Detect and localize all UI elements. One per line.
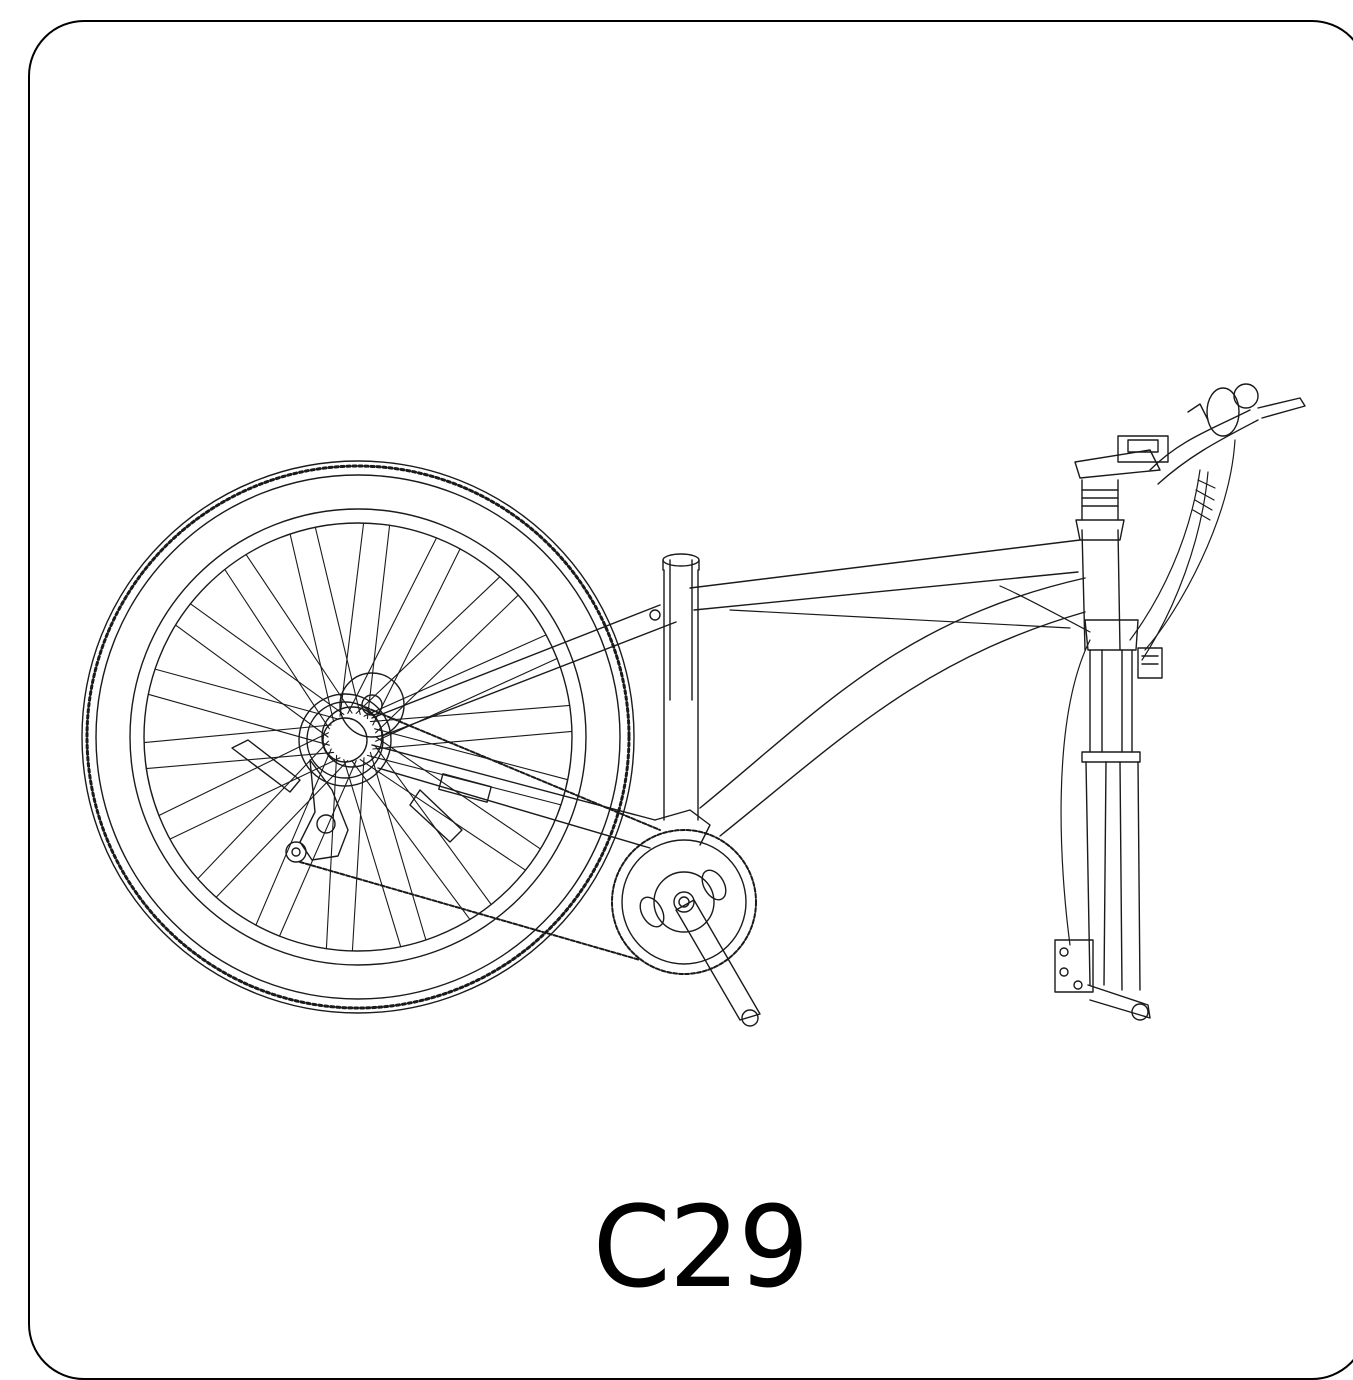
rear-rim-inner (143, 522, 573, 952)
spoke (359, 759, 527, 871)
spoke (197, 740, 329, 880)
spoke (224, 568, 330, 730)
spoke (369, 751, 427, 941)
front-brake-caliper (1054, 939, 1094, 993)
rear-wheel (81, 460, 635, 1014)
spoke (369, 704, 571, 723)
spoke (325, 754, 338, 950)
kickstand (231, 739, 463, 843)
spoke (351, 757, 365, 952)
frame-seat-tube (662, 553, 700, 821)
rear-rim-outer (129, 508, 587, 966)
frame-seatstay (371, 604, 677, 737)
spoke (372, 730, 573, 750)
spoke (175, 624, 329, 738)
bicycle-illustration (81, 383, 1306, 1027)
rear-hub (321, 706, 383, 768)
chainring-outer (611, 829, 757, 975)
spoke (147, 693, 330, 746)
rear-spokes (143, 522, 573, 952)
crankset (611, 829, 761, 1027)
spoke (154, 668, 338, 720)
spoke (278, 760, 357, 937)
spoke (366, 524, 391, 720)
front-fork (1081, 619, 1151, 1021)
stem (1074, 435, 1169, 521)
rear-cassette (298, 693, 392, 787)
rear-derailleur (285, 759, 349, 863)
spoke (158, 732, 329, 817)
crank-spider (653, 871, 715, 933)
spoke (375, 736, 541, 850)
model-label: C29 (592, 1183, 810, 1313)
spoke (355, 576, 501, 714)
spoke (189, 603, 345, 715)
spoke (245, 554, 353, 714)
frame-chainstay (371, 744, 656, 849)
spoke (339, 522, 365, 717)
chainring-inner (621, 839, 747, 965)
handlebar (1149, 383, 1306, 485)
rear-tire-outer (81, 460, 635, 1014)
frame-head-tube (1075, 519, 1125, 651)
spoke (143, 724, 332, 744)
spoke (314, 526, 361, 715)
frame-top-tube (689, 539, 1081, 611)
rear-tire-tread (85, 464, 631, 1010)
spoke (372, 548, 461, 726)
spoke (169, 757, 341, 840)
rear-tire-inner (95, 474, 621, 1000)
spoke (347, 537, 438, 714)
frame-down-tube (699, 577, 1086, 837)
cables (729, 439, 1236, 946)
spoke (343, 759, 402, 948)
spoke (215, 760, 349, 898)
spoke (363, 634, 547, 717)
spoke (375, 594, 519, 734)
spoke (289, 533, 335, 723)
spoke (351, 760, 471, 920)
spoke (145, 751, 335, 770)
spoke (374, 744, 492, 906)
bottom-bracket (654, 809, 711, 846)
spoke (374, 728, 569, 781)
display-unit (1137, 647, 1163, 679)
